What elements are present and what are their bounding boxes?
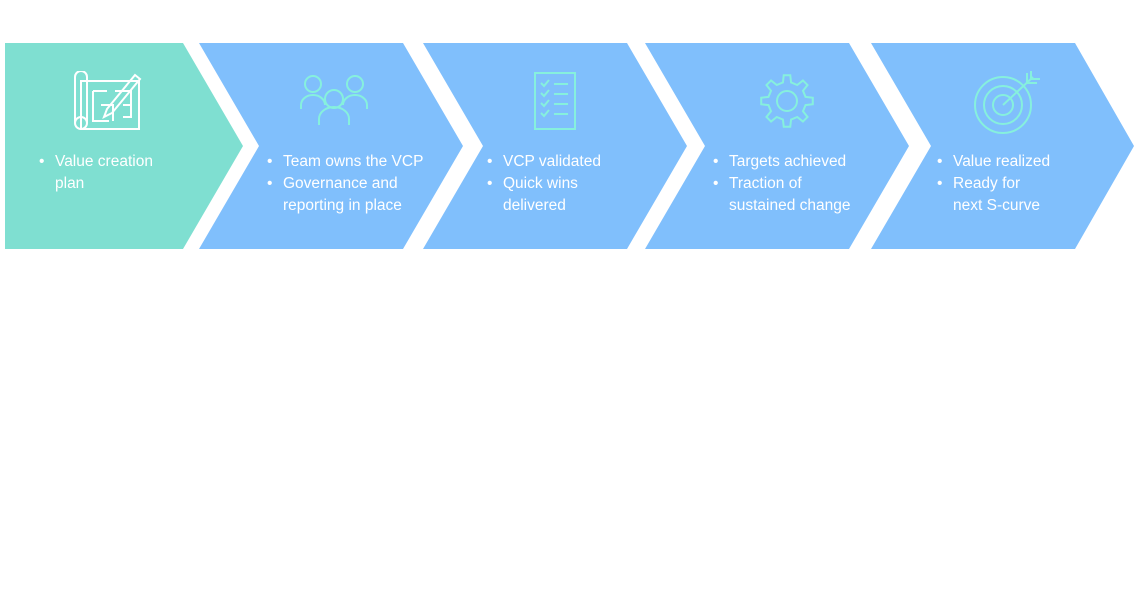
bullet-item: Targets achieved — [711, 151, 851, 173]
bullet-list: Value realized Ready for next S-curve — [935, 151, 1050, 217]
bullet-text: sustained change — [729, 197, 851, 214]
bullet-text: Value realized — [953, 153, 1051, 170]
target-arrow-icon — [974, 71, 1040, 134]
bullet-list: Value creation plan — [37, 151, 153, 195]
gear-icon — [760, 74, 814, 128]
bullet-item: Governance and reporting in place — [265, 173, 423, 217]
bullet-item: Quick wins delivered — [485, 173, 601, 217]
bullet-text: Value creation — [55, 153, 153, 170]
bullet-text: Targets achieved — [729, 153, 847, 170]
bullet-text: plan — [55, 175, 85, 192]
bullet-list: Team owns the VCP Governance and reportin… — [265, 151, 423, 217]
bullet-text: Ready for — [953, 175, 1021, 192]
bullet-text: next S-curve — [953, 197, 1041, 214]
bullet-item: Team owns the VCP — [265, 151, 423, 173]
bullet-text: Quick wins — [503, 175, 578, 192]
bullet-item: Value realized — [935, 151, 1050, 173]
bullet-item: VCP validated — [485, 151, 601, 173]
bullet-text: Governance and — [283, 175, 398, 192]
bullet-text: VCP validated — [503, 153, 601, 170]
step-value-creation-plan: Value creation plan — [5, 43, 245, 249]
bullet-list: VCP validated Quick wins delivered — [485, 151, 601, 217]
step-team-ownership: Team owns the VCP Governance and reportin… — [199, 43, 464, 249]
bullet-item: Ready for next S-curve — [935, 173, 1050, 217]
team-icon — [300, 75, 368, 125]
step-value-realized: Value realized Ready for next S-curve — [871, 43, 1136, 249]
bullet-text: Traction of — [729, 175, 802, 192]
step-validation: VCP validated Quick wins delivered — [423, 43, 688, 249]
step-targets: Targets achieved Traction of sustained ch… — [645, 43, 910, 249]
checklist-icon — [534, 72, 576, 130]
chevron-shape — [5, 43, 243, 249]
bullet-text: delivered — [503, 197, 566, 214]
bullet-item: Value creation plan — [37, 151, 153, 195]
bullet-text: Team owns the VCP — [283, 153, 424, 170]
bullet-text: reporting in place — [283, 197, 402, 214]
bullet-item: Traction of sustained change — [711, 173, 851, 217]
bullet-list: Targets achieved Traction of sustained ch… — [711, 151, 851, 217]
blueprint-pencil-icon — [74, 71, 142, 130]
